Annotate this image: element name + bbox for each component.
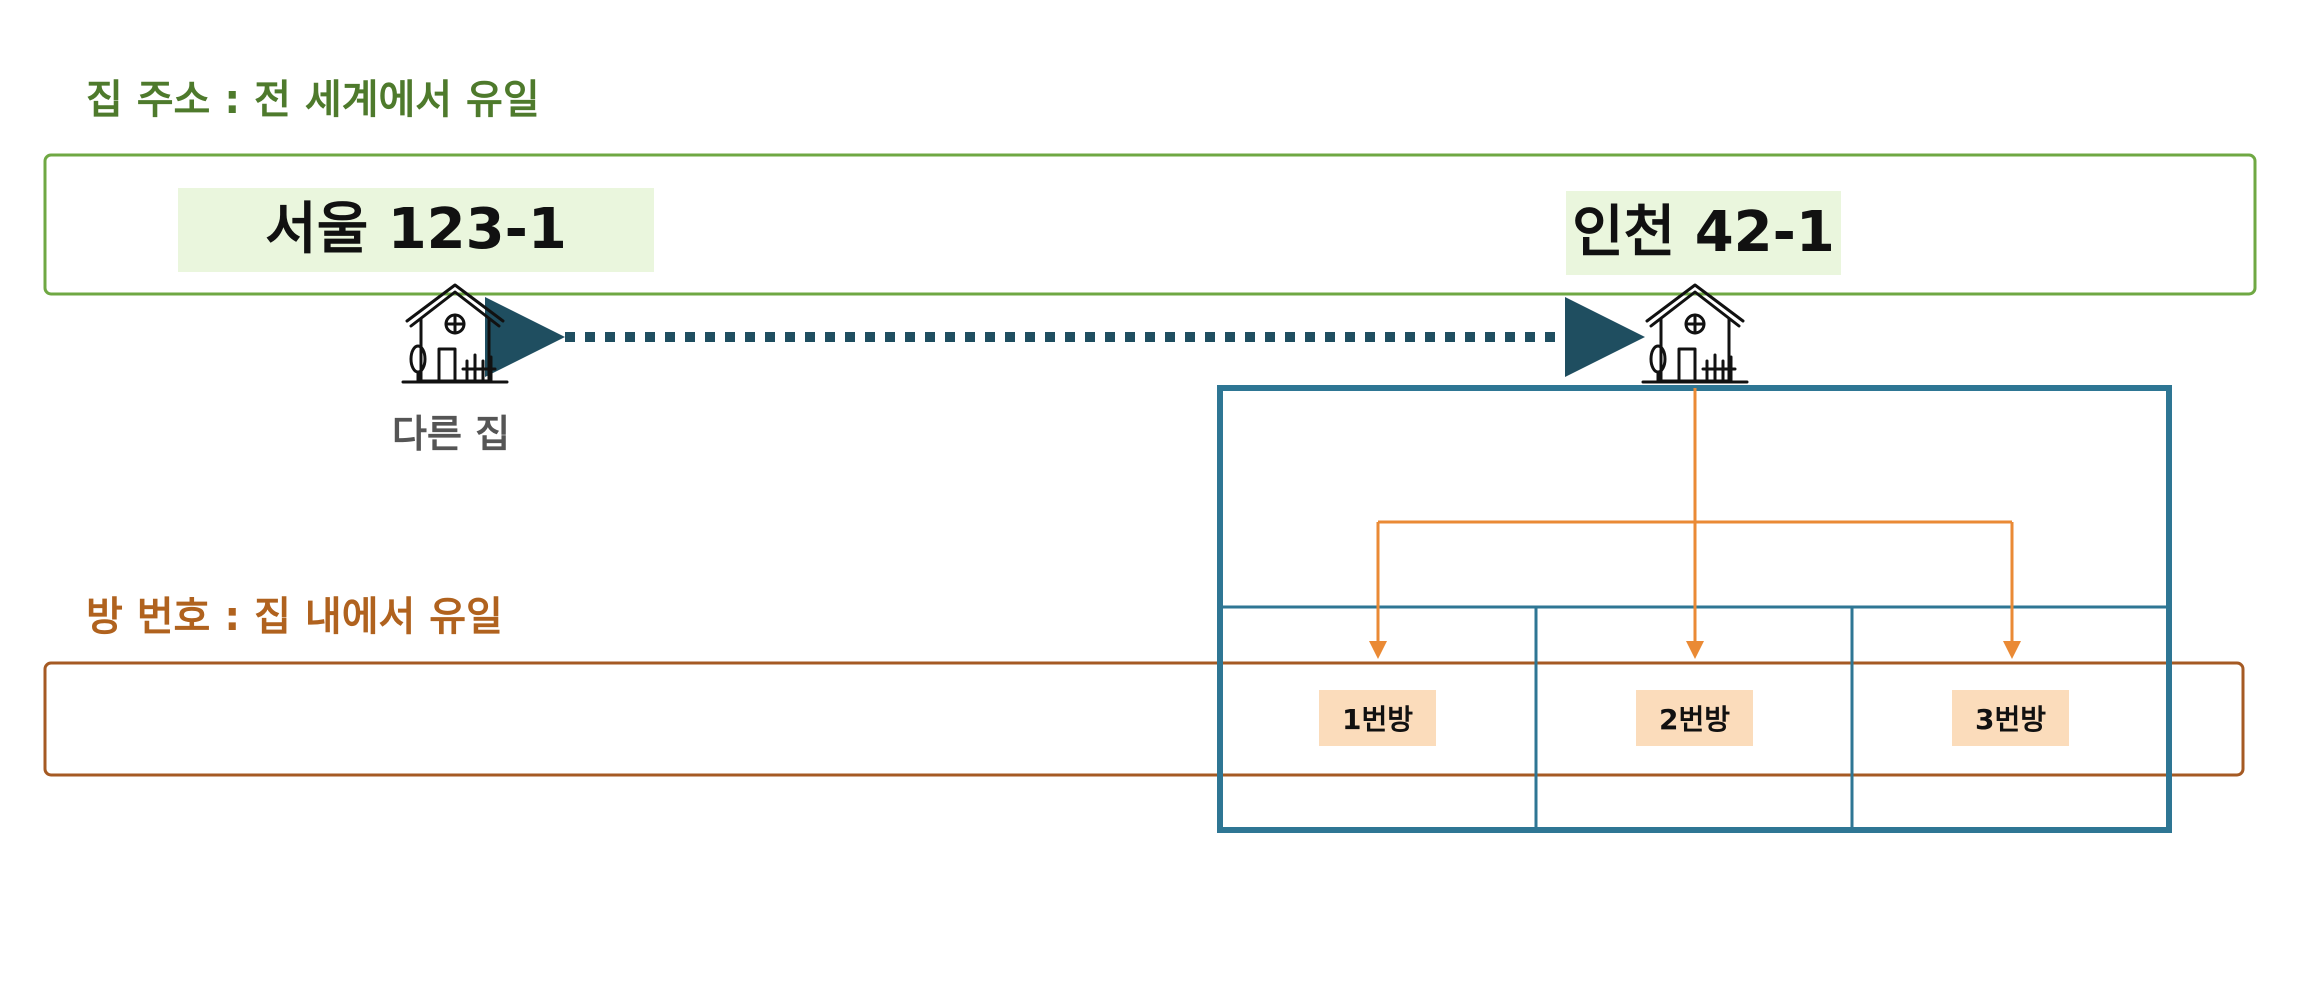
room-branch-arrows bbox=[1369, 388, 2021, 659]
relation-caption: 다른 집 bbox=[392, 412, 511, 456]
house-address-band bbox=[43, 153, 2257, 296]
room-label: 3번방 bbox=[1952, 690, 2069, 746]
house-address-label: 서울 123-1 bbox=[178, 188, 654, 272]
house-address-title: 집 주소 : 전 세계에서 유일 bbox=[86, 77, 540, 123]
house-icon bbox=[401, 283, 509, 384]
room-label: 2번방 bbox=[1636, 690, 1753, 746]
room-number-title: 방 번호 : 집 내에서 유일 bbox=[86, 594, 503, 640]
house-address-label: 인천 42-1 bbox=[1566, 191, 1841, 275]
room-label: 1번방 bbox=[1319, 690, 1436, 746]
house-icon bbox=[1641, 283, 1749, 384]
room-number-band bbox=[43, 661, 2245, 777]
